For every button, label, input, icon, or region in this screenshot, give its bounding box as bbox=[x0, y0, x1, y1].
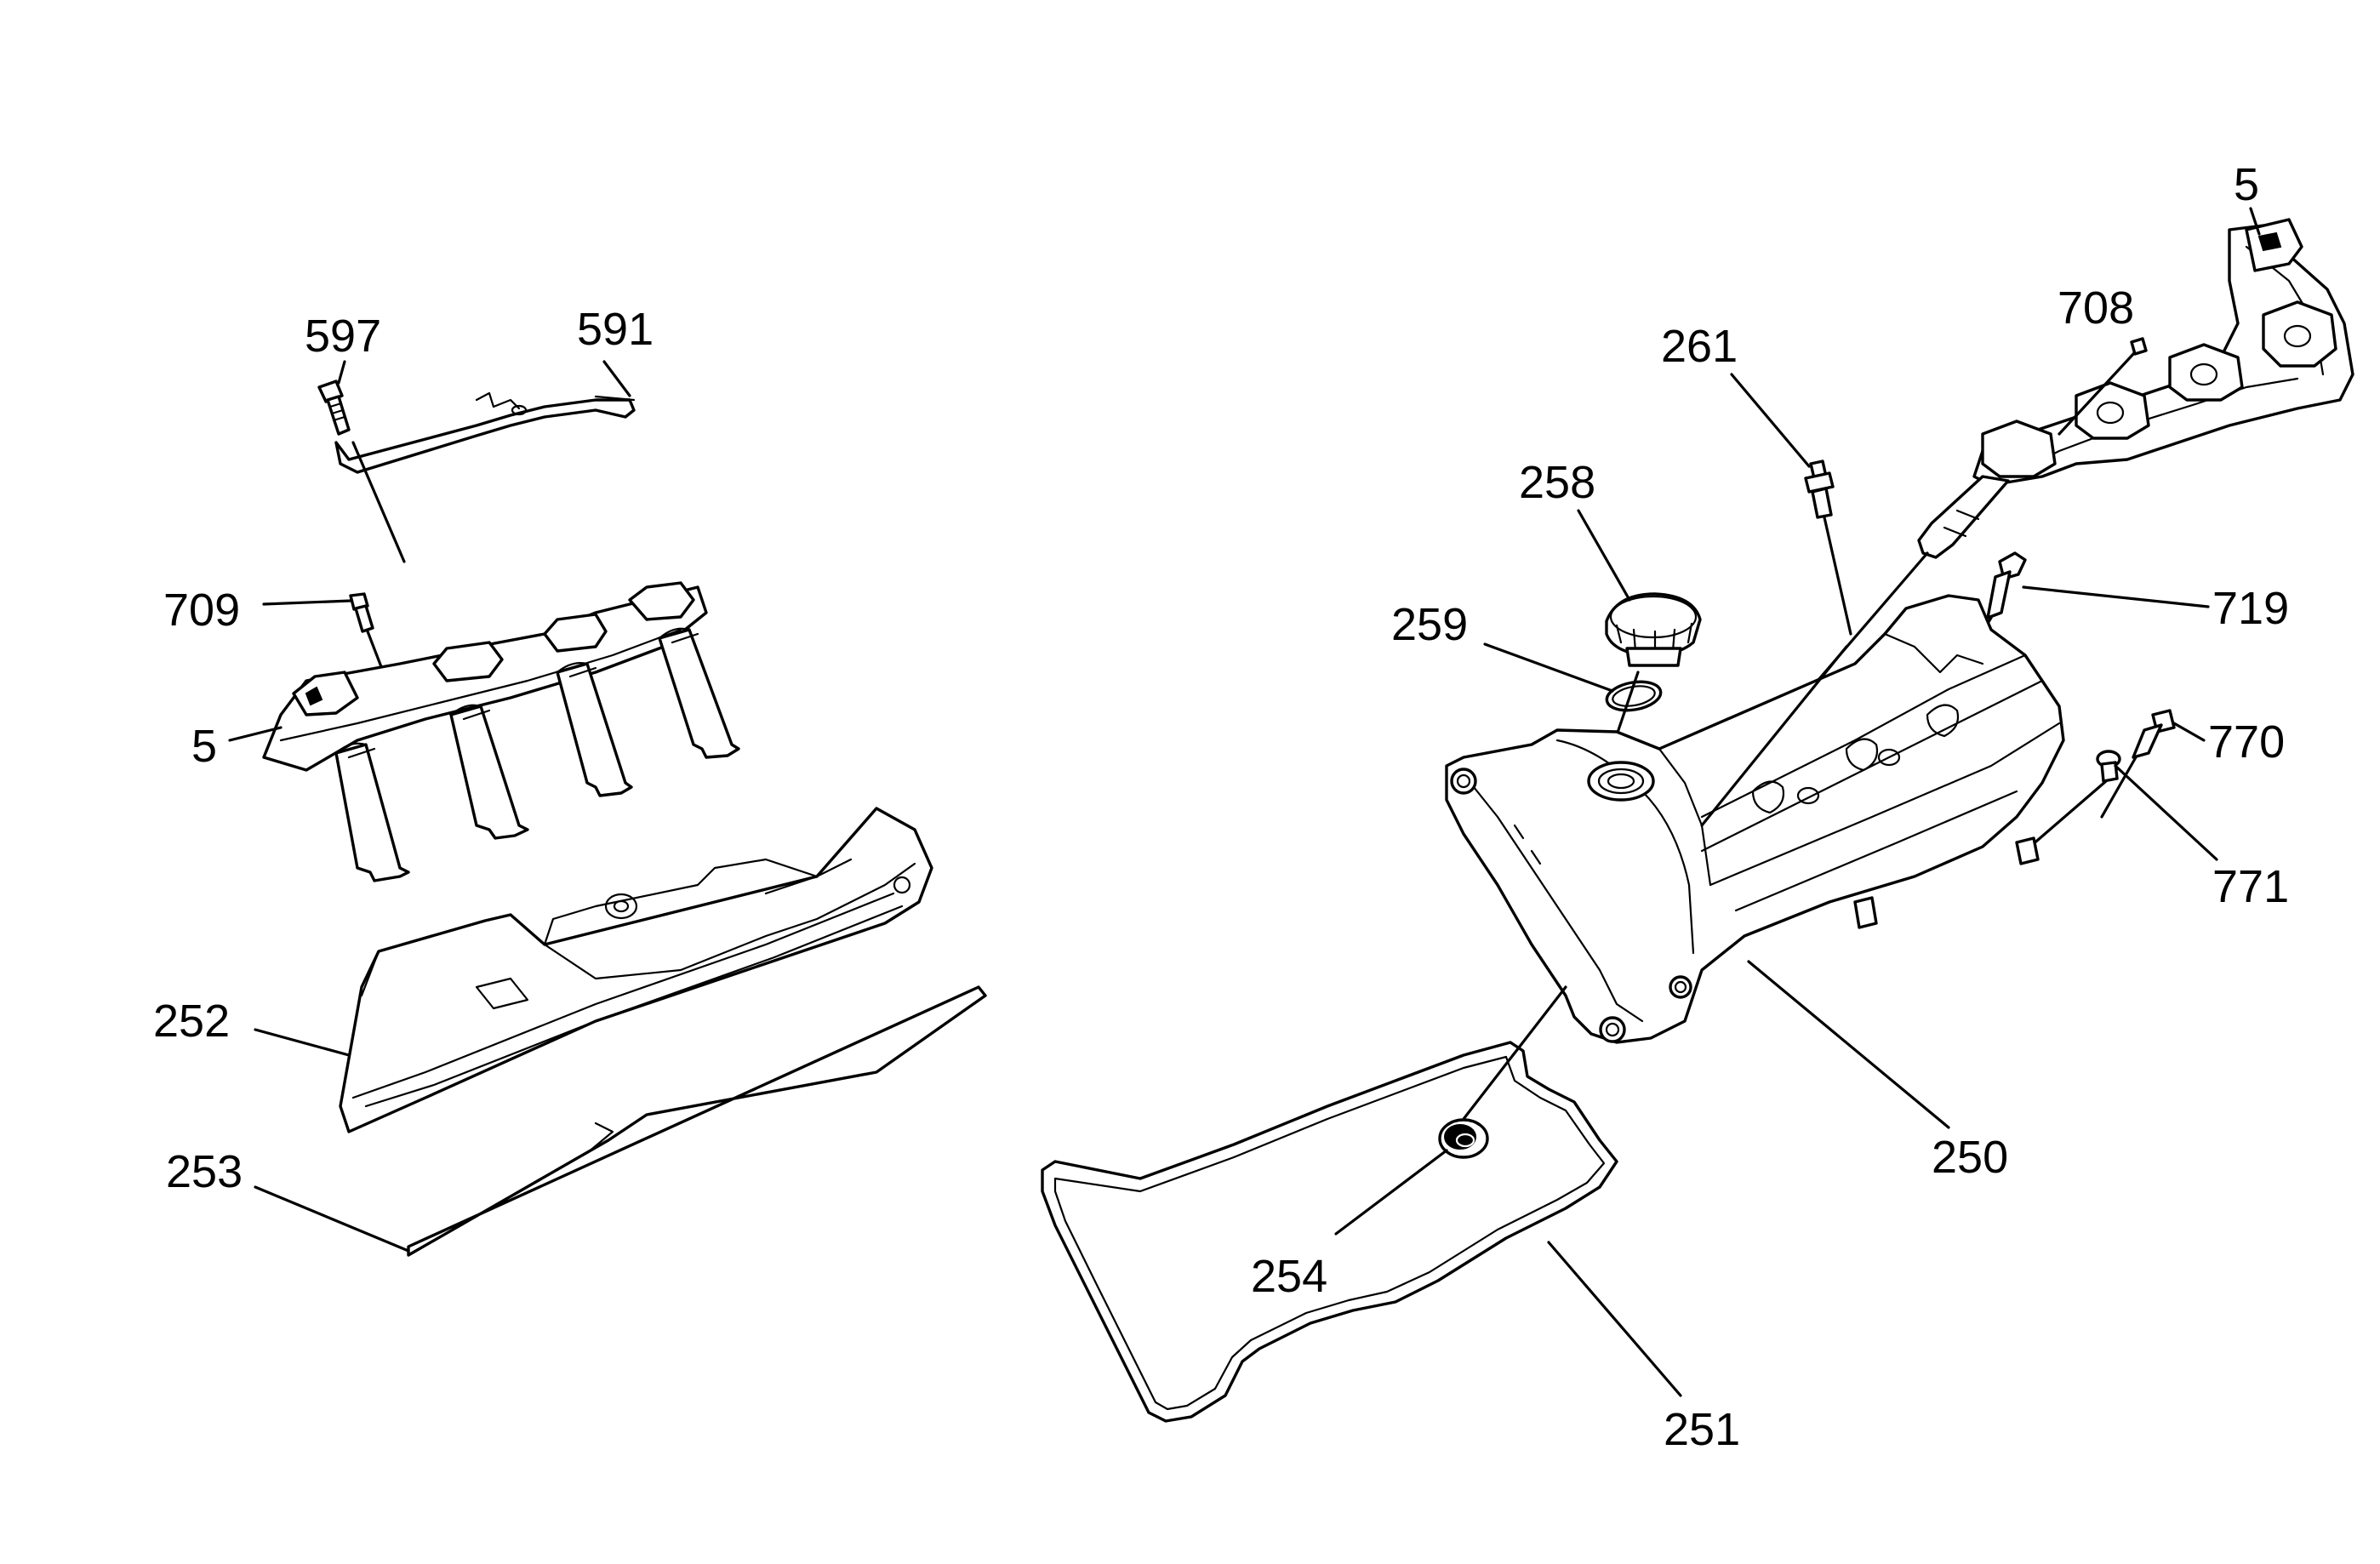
callout-771: 771 bbox=[2212, 861, 2289, 912]
leader-259 bbox=[1483, 642, 1614, 693]
callout-258: 258 bbox=[1519, 457, 1595, 508]
oil-fill-cap-258 bbox=[1605, 592, 1702, 667]
leader-258 bbox=[1577, 509, 1631, 602]
leader-251 bbox=[1547, 1241, 1682, 1397]
bolt-708 bbox=[2058, 337, 2148, 436]
camshaft-cover-252 bbox=[339, 807, 933, 1133]
callout-591: 591 bbox=[577, 304, 654, 355]
callout-709: 709 bbox=[163, 585, 240, 636]
stud-261 bbox=[1804, 459, 1852, 636]
callout-770: 770 bbox=[2208, 716, 2285, 768]
callout-261: 261 bbox=[1661, 321, 1738, 372]
seal-254 bbox=[1438, 985, 1567, 1159]
callout-251: 251 bbox=[1664, 1404, 1740, 1455]
callout-597: 597 bbox=[305, 311, 381, 362]
leader-252 bbox=[254, 1028, 351, 1057]
callout-252: 252 bbox=[153, 996, 230, 1047]
leader-261 bbox=[1730, 373, 1811, 468]
bolt-770 bbox=[2100, 709, 2176, 819]
callout-719: 719 bbox=[2212, 583, 2289, 634]
callout-250: 250 bbox=[1932, 1132, 2008, 1183]
leader-719 bbox=[2022, 585, 2210, 608]
leader-597 bbox=[337, 360, 346, 385]
callout-254: 254 bbox=[1251, 1251, 1327, 1302]
gasket-253 bbox=[407, 985, 987, 1257]
leader-lines bbox=[228, 207, 2261, 1397]
leader-253 bbox=[254, 1185, 410, 1253]
camshaft-cover-250 bbox=[1445, 594, 2065, 1044]
bolt-597 bbox=[317, 380, 406, 563]
leader-771 bbox=[2114, 764, 2218, 861]
leader-254 bbox=[1334, 1149, 1448, 1236]
callout-253: 253 bbox=[166, 1146, 243, 1197]
callout-labels: 597 591 709 5 252 253 5 708 261 258 259 … bbox=[153, 159, 2289, 1455]
ignition-coil-assembly-left bbox=[262, 581, 740, 882]
leader-709 bbox=[262, 599, 352, 606]
bracket-591 bbox=[334, 391, 636, 474]
callout-5-right: 5 bbox=[2234, 159, 2259, 210]
leader-5-right bbox=[2249, 207, 2261, 236]
leader-5-left bbox=[228, 726, 283, 742]
callout-259: 259 bbox=[1391, 599, 1468, 650]
leader-250 bbox=[1747, 960, 1950, 1129]
gasket-251 bbox=[1041, 1041, 1618, 1423]
callout-5-left: 5 bbox=[191, 721, 217, 772]
grommet-771 bbox=[2023, 750, 2121, 853]
leader-770 bbox=[2172, 722, 2206, 742]
callout-708: 708 bbox=[2058, 283, 2134, 334]
leader-591 bbox=[602, 360, 631, 397]
